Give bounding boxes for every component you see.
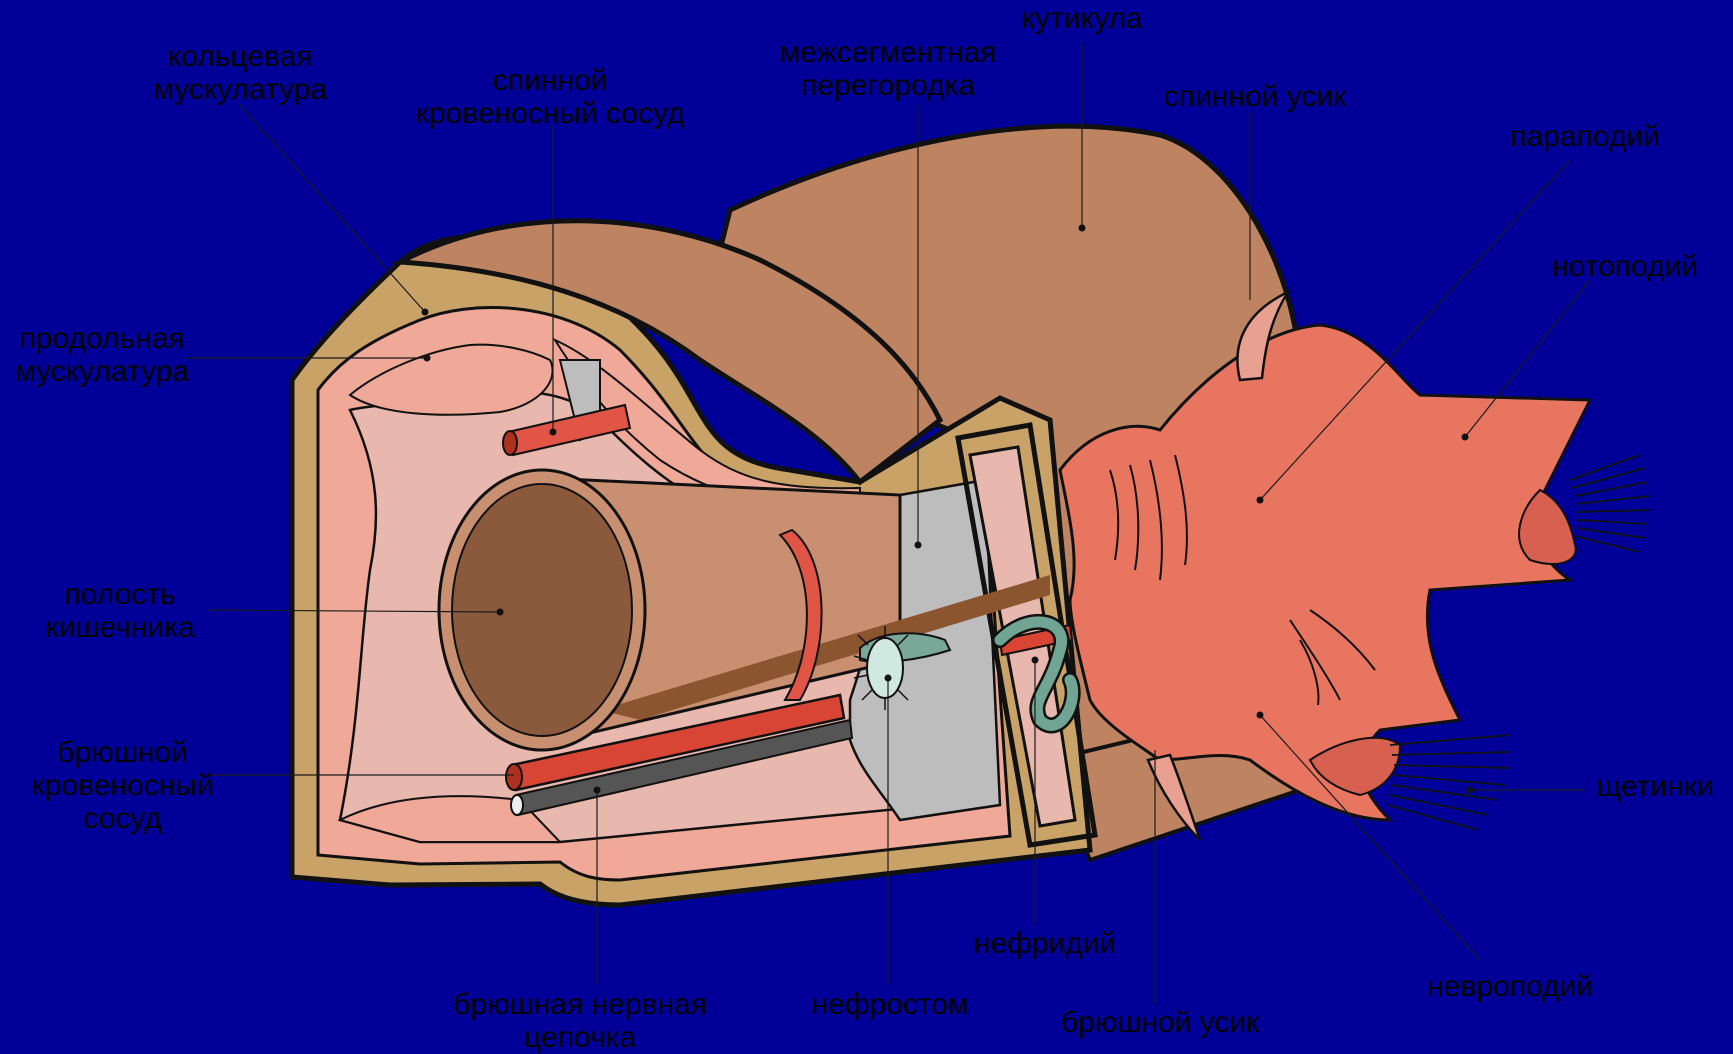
label-notopodium: нотоподий bbox=[1525, 250, 1725, 283]
label-neuropodium: невроподий bbox=[1410, 970, 1610, 1003]
gut-cavity-inner bbox=[452, 484, 632, 736]
setae-upper bbox=[1570, 455, 1650, 552]
label-cuticle: кутикула bbox=[1002, 2, 1162, 35]
label-longitudinal-muscles: продольная мускулатура bbox=[2, 322, 202, 388]
label-setae: щетинки bbox=[1580, 770, 1730, 803]
label-nephrostome: нефростом bbox=[795, 988, 985, 1021]
label-gut-cavity: полость кишечника bbox=[30, 578, 210, 644]
label-parapodium: параподий bbox=[1490, 120, 1680, 153]
label-septum: межсегментная перегородка bbox=[768, 36, 1008, 102]
nephrostome-funnel bbox=[867, 638, 903, 698]
label-ventral-cirrus: брюшной усик bbox=[1045, 1006, 1275, 1039]
nerve-cord-end bbox=[511, 795, 523, 815]
label-dorsal-vessel: спинной кровеносный сосуд bbox=[400, 64, 700, 130]
setae-lower bbox=[1388, 735, 1510, 830]
label-nerve-cord: брюшная нервная цепочка bbox=[440, 988, 720, 1054]
dorsal-vessel-end bbox=[503, 431, 517, 455]
label-circular-muscles: кольцевая мускулатура bbox=[125, 40, 355, 106]
label-dorsal-cirrus: спинной усик bbox=[1150, 80, 1360, 113]
ventral-vessel-end bbox=[506, 764, 522, 790]
label-ventral-vessel: брюшной кровеносный сосуд bbox=[15, 736, 230, 835]
label-nephridium: нефридий bbox=[955, 927, 1135, 960]
